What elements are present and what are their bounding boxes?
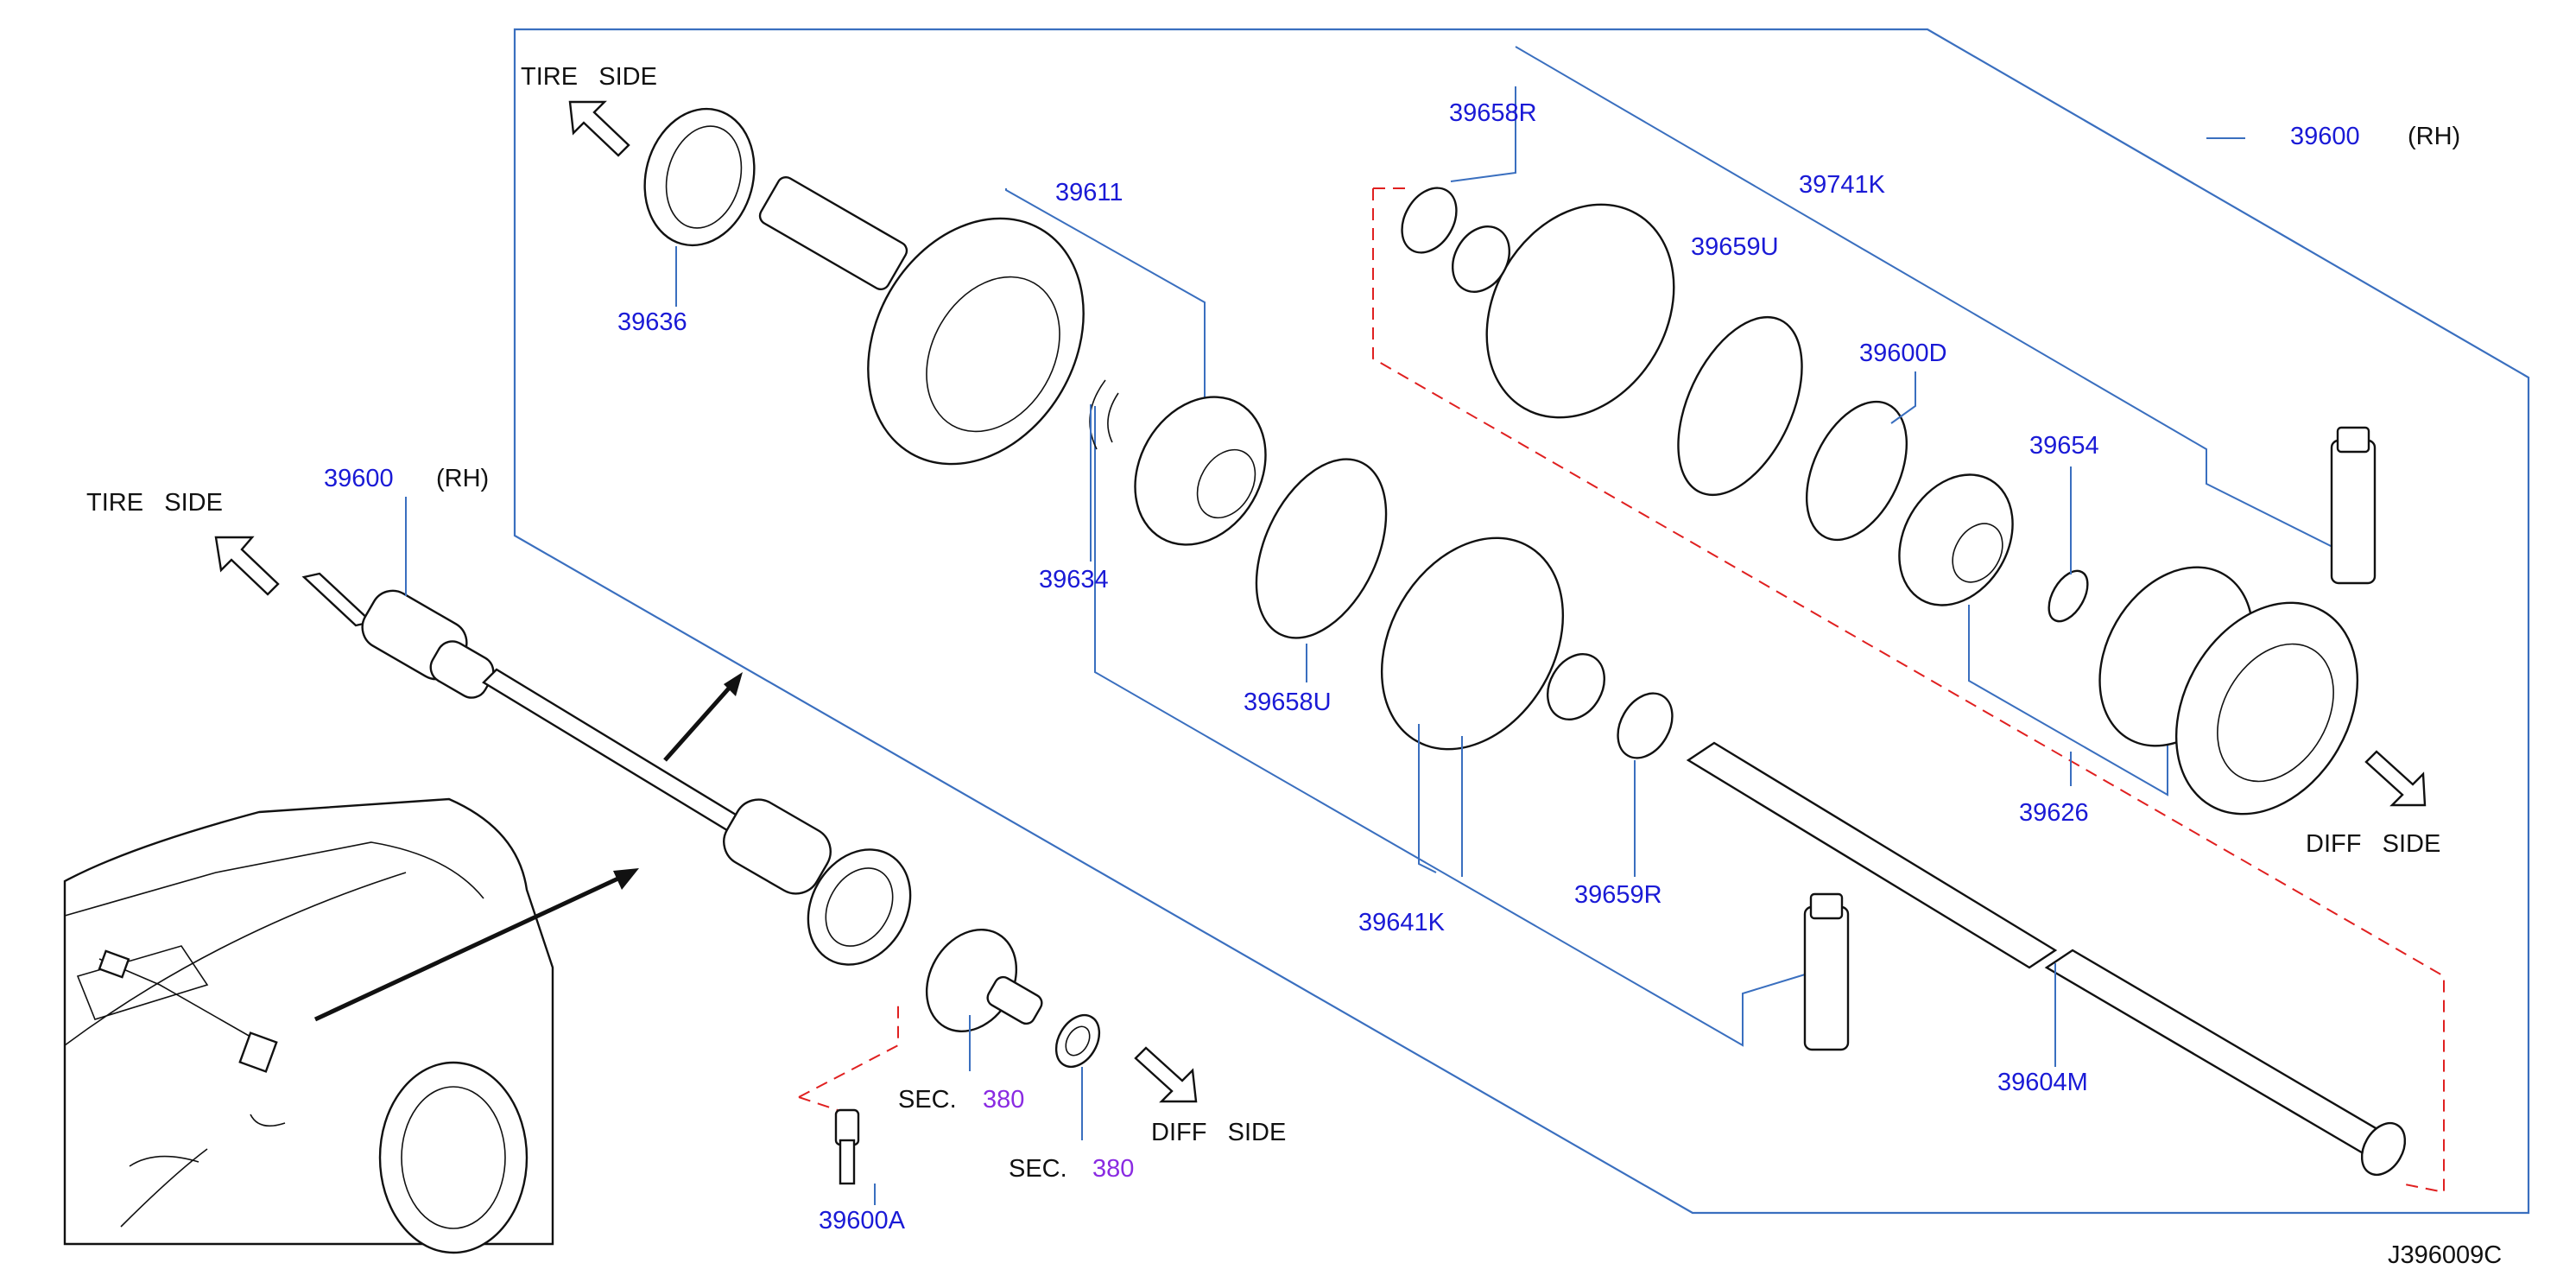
- diff-side-arrow-icon: [2364, 750, 2427, 807]
- part-label-39658U: 39658U: [1244, 689, 1332, 716]
- tire-side-arrow-icon: [568, 100, 630, 157]
- diff-side-arrow-icon: [1134, 1046, 1198, 1103]
- assembly-side: (RH): [2408, 123, 2460, 150]
- direction-arrow-icons: [214, 100, 2427, 1103]
- assembly-frame: [513, 28, 2530, 1215]
- part-label-39636: 39636: [617, 308, 687, 336]
- section-prefix-2: SEC.: [1009, 1155, 1067, 1183]
- part-label-39658R: 39658R: [1449, 99, 1537, 127]
- text-labels: TIRE SIDE TIRE SIDE DIFF SIDE DIFF SIDE …: [86, 63, 2502, 1269]
- part-label-39611: 39611: [1055, 179, 1123, 206]
- part-label-39604M: 39604M: [1997, 1069, 2088, 1096]
- part-label-39659U: 39659U: [1691, 233, 1779, 261]
- diagram-code: J396009C: [2388, 1241, 2502, 1269]
- diff-side-label-bottom: DIFF SIDE: [1151, 1119, 1286, 1146]
- section-number-2: 380: [1092, 1155, 1134, 1183]
- section-number-1: 380: [983, 1086, 1024, 1114]
- tire-side-label-left: TIRE SIDE: [86, 489, 223, 517]
- car-overview-illustration: [63, 797, 554, 1254]
- part-label-39626: 39626: [2019, 799, 2089, 827]
- overview-part-number: 39600: [324, 465, 394, 492]
- tire-side-label-top: TIRE SIDE: [521, 63, 657, 91]
- overview-side: (RH): [436, 465, 489, 492]
- part-label-39741K: 39741K: [1799, 171, 1886, 199]
- complete-driveshaft: [301, 572, 1101, 1185]
- location-arrows: [313, 672, 743, 1022]
- part-leader-lines: [405, 86, 2245, 1205]
- part-label-39654: 39654: [2029, 432, 2099, 460]
- sub-assembly-leaders: [1005, 46, 2345, 1047]
- diff-side-label-right: DIFF SIDE: [2306, 830, 2440, 858]
- assembly-part-number: 39600: [2290, 123, 2360, 150]
- part-label-39641K: 39641K: [1358, 909, 1446, 936]
- exploded-parts: [643, 107, 2407, 1177]
- part-label-39659R: 39659R: [1574, 881, 1662, 909]
- section-prefix-1: SEC.: [898, 1086, 957, 1114]
- part-label-39634: 39634: [1039, 566, 1109, 593]
- part-label-39600D: 39600D: [1859, 340, 1947, 367]
- part-label-39600A: 39600A: [819, 1207, 906, 1234]
- dashed-group-outline: [798, 187, 2445, 1194]
- tire-side-arrow-icon: [214, 536, 280, 596]
